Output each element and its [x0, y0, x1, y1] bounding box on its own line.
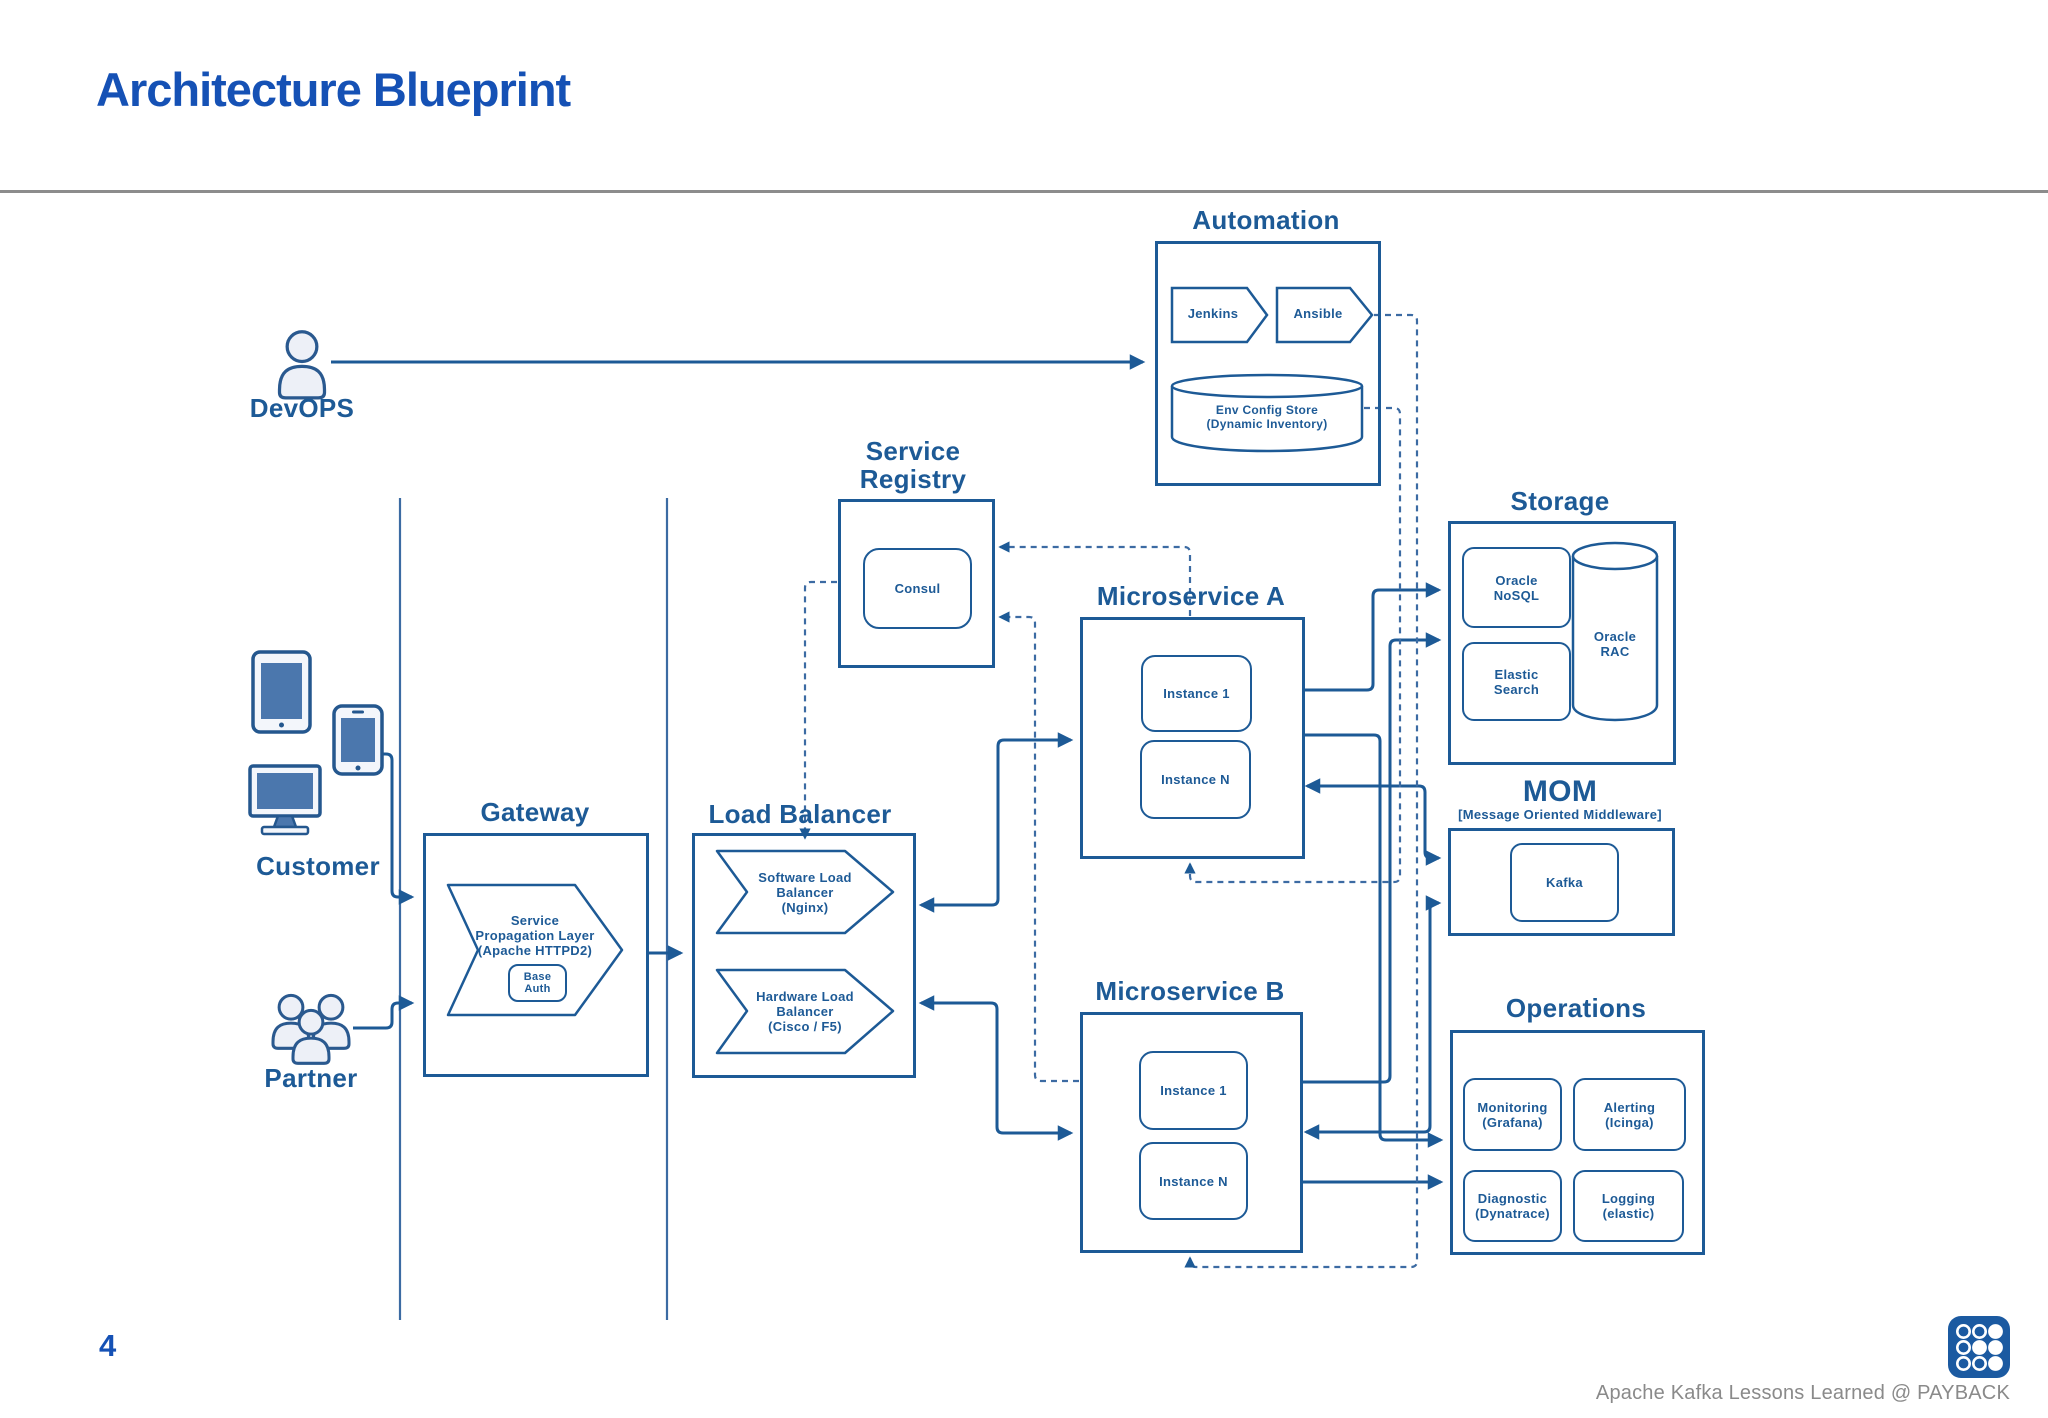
oracle-rac-label: Oracle RAC — [1593, 629, 1637, 659]
microservice-b-instance-n: Instance N — [1139, 1142, 1248, 1220]
service-propagation-chevron-icon — [446, 883, 624, 1017]
automation-title: Automation — [1192, 205, 1340, 235]
oracle-nosql-node: Oracle NoSQL — [1462, 547, 1571, 628]
connector-microservice-b-storage — [1301, 632, 1442, 1084]
automation-shapes — [1170, 286, 1374, 453]
title-divider — [0, 190, 2048, 193]
footer-text: Apache Kafka Lessons Learned @ PAYBACK — [1595, 1382, 2010, 1404]
hardware-lb-chevron-icon — [715, 968, 895, 1055]
oracle-rac-cylinder-icon — [1571, 541, 1659, 722]
connector-serviceregistry-loadbalancer — [799, 580, 837, 840]
connector-partner-gateway — [353, 995, 415, 1030]
page-title: Architecture Blueprint — [96, 63, 571, 116]
service-propagation-label: Service Propagation Layer (Apache HTTPD2… — [475, 913, 595, 958]
partner-label: Partner — [264, 1063, 358, 1093]
load-balancer-title: Load Balancer — [708, 799, 892, 829]
microservice-a-title: Microservice A — [1096, 581, 1286, 611]
payback-logo-icon — [1948, 1316, 2010, 1378]
connector-microservice-b-serviceregistry — [998, 611, 1079, 1083]
elastic-search-node: Elastic Search — [1462, 642, 1571, 721]
partner-group-icon — [271, 993, 351, 1065]
connector-envconfig-microservice-a — [1184, 406, 1402, 884]
zone-divider-lines — [398, 498, 669, 1320]
monitoring-node: Monitoring (Grafana) — [1463, 1078, 1562, 1151]
env-config-store-label: Env Config Store (Dynamic Inventory) — [1206, 403, 1328, 431]
jenkins-label: Jenkins — [1187, 306, 1239, 321]
mom-title: MOM — [1522, 775, 1598, 808]
operations-box — [1450, 1030, 1705, 1255]
microservice-b-instance-1: Instance 1 — [1139, 1051, 1248, 1130]
software-lb-chevron-icon — [715, 849, 895, 935]
microservice-b-title: Microservice B — [1095, 976, 1285, 1006]
diagnostic-node: Diagnostic (Dynatrace) — [1463, 1170, 1562, 1242]
tablet-icon — [251, 650, 312, 734]
microservice-a-instance-1: Instance 1 — [1141, 655, 1252, 732]
smartphone-icon — [332, 704, 384, 776]
software-lb-label: Software Load Balancer (Nginx) — [758, 870, 852, 915]
monitor-icon — [248, 764, 322, 836]
operations-title: Operations — [1505, 993, 1647, 1023]
kafka-node: Kafka — [1510, 843, 1619, 922]
automation-box — [1155, 241, 1381, 486]
jenkins-step-icon — [1170, 286, 1269, 344]
connector-loadbalancer-microservice-b — [918, 995, 1074, 1141]
microservice-a-box — [1080, 617, 1305, 859]
load-balancer-box — [692, 833, 916, 1078]
storage-title: Storage — [1510, 486, 1610, 516]
connector-ansible-microservice-b — [1184, 313, 1419, 1269]
connector-customer-gateway — [380, 752, 415, 905]
devops-label: DevOPS — [249, 393, 355, 423]
connector-microservice-a-storage — [1303, 582, 1442, 692]
service-registry-title: Service Registry — [859, 436, 967, 494]
mom-box — [1448, 828, 1675, 936]
connector-microservice-a-operations — [1303, 733, 1444, 1148]
gateway-title: Gateway — [480, 797, 590, 827]
page-number: 4 — [99, 1328, 117, 1363]
customer-devices — [248, 650, 384, 836]
connector-microservice-a-serviceregistry — [998, 541, 1192, 616]
consul-node: Consul — [863, 548, 972, 629]
microservice-b-box — [1080, 1012, 1303, 1253]
ansible-label: Ansible — [1293, 306, 1343, 321]
microservice-a-instance-n: Instance N — [1140, 740, 1251, 819]
env-config-store-cylinder-icon — [1170, 386, 1364, 453]
gateway-box — [423, 833, 649, 1077]
ansible-step-icon — [1275, 286, 1374, 344]
service-registry-box — [838, 499, 995, 668]
base-auth-node: Base Auth — [508, 964, 567, 1002]
storage-box — [1448, 521, 1676, 765]
dashed-connectors — [799, 313, 1419, 1269]
solid-connectors — [331, 354, 1444, 1190]
devops-person-icon — [277, 330, 327, 400]
mom-subtitle: [Message Oriented Middleware] — [1458, 807, 1662, 822]
connector-microservice-a-mom — [1304, 778, 1442, 866]
alerting-node: Alerting (Icinga) — [1573, 1078, 1686, 1151]
hardware-lb-label: Hardware Load Balancer (Cisco / F5) — [756, 989, 854, 1034]
customer-label: Customer — [256, 851, 380, 881]
connector-microservice-b-mom — [1303, 895, 1442, 1140]
logging-node: Logging (elastic) — [1573, 1170, 1684, 1242]
connector-loadbalancer-microservice-a — [918, 732, 1074, 913]
